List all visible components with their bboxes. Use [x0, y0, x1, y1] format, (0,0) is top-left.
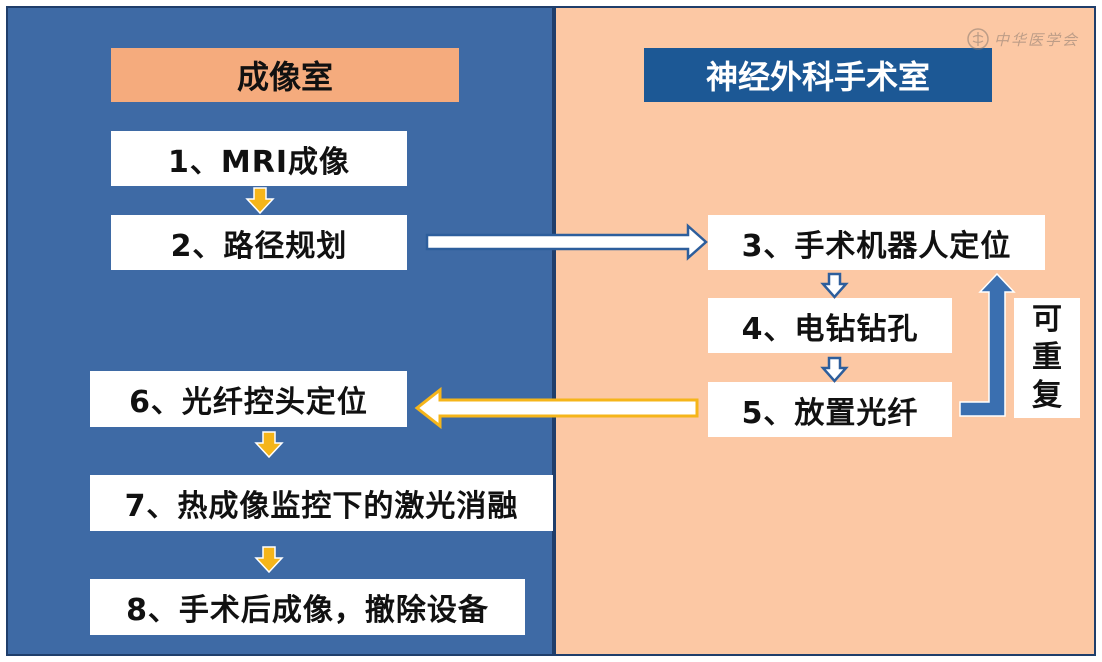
watermark: 中华医学会 — [966, 25, 1082, 53]
step-postop-imaging: 8、手术后成像，撤除设备 — [90, 579, 525, 635]
repeatable-char: 复 — [1032, 378, 1062, 413]
imaging-room-header: 成像室 — [111, 48, 459, 102]
repeatable-char: 重 — [1032, 340, 1062, 375]
panel-divider — [552, 6, 555, 656]
step-laser-ablation: 7、热成像监控下的激光消融 — [90, 475, 553, 531]
imaging-room-panel — [6, 6, 554, 656]
repeatable-label: 可 重 复 — [1014, 298, 1080, 418]
repeatable-char: 可 — [1032, 302, 1062, 337]
step-fiber-tip-positioning: 6、光纤控头定位 — [90, 371, 407, 427]
step-fiber-placement: 5、放置光纤 — [708, 382, 952, 437]
step-drilling: 4、电钻钻孔 — [708, 298, 952, 353]
neurosurgery-room-header: 神经外科手术室 — [644, 48, 992, 102]
step-robot-positioning: 3、手术机器人定位 — [708, 215, 1045, 270]
society-logo-icon — [967, 28, 989, 50]
step-mri-imaging: 1、MRI成像 — [111, 131, 407, 186]
step-path-planning: 2、路径规划 — [111, 215, 407, 270]
watermark-text: 中华医学会 — [994, 30, 1080, 49]
